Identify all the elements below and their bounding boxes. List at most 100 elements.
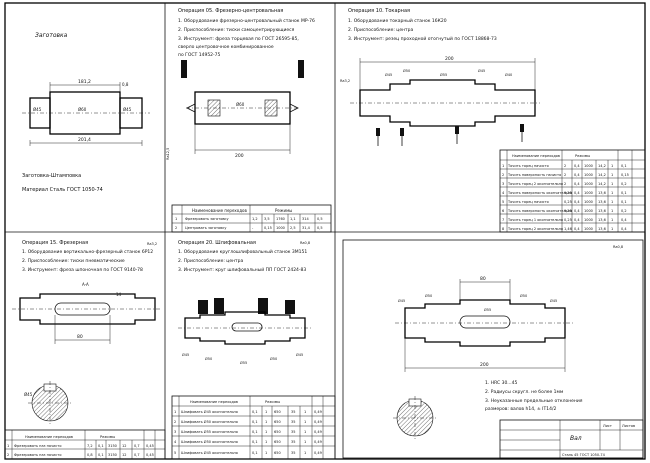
op20-r2-c2: 0,1 xyxy=(252,420,258,424)
part-note-2: 2. Радиусы скругл. не более 1мм xyxy=(485,389,563,395)
op15-title: Операция 15. Фрезерная xyxy=(22,240,88,246)
op15-section-d: Ø45 xyxy=(24,392,33,397)
op10-r8-c0: 8 xyxy=(502,227,504,231)
op10-r2-c3: 0,4 xyxy=(574,173,580,177)
op10-r8-c5: 13,6 xyxy=(598,227,606,231)
op10-r6-c4: 1000 xyxy=(584,209,593,213)
op05-step-3: 3. Инструмент: фреза торцевая по ГОСТ 26… xyxy=(178,36,299,42)
op10-r3-c3: 0,4 xyxy=(574,182,580,186)
op20-r4-c5: 35 xyxy=(291,440,295,444)
op10-r8-c7: 0,4 xyxy=(621,227,627,231)
op10-r2-c1: Точить поверхность начисто xyxy=(507,173,561,177)
op05-r2-c2: - xyxy=(252,226,254,230)
op15-ra: Ra3,2 xyxy=(147,242,157,246)
part-dim-len: 200 xyxy=(480,362,489,368)
op15-r1-c2: 7,2 xyxy=(87,444,93,448)
op20-r3-c4: 650 xyxy=(274,430,281,434)
op10-r3-c6: 1 xyxy=(611,182,613,186)
part-dim-key: 80 xyxy=(480,276,486,282)
op10-r6-c0: 6 xyxy=(502,209,504,213)
op10-step-2: 2. Приспособление: центра xyxy=(348,27,414,33)
op20-dim-d5: Ø45 xyxy=(296,352,303,357)
op05-r1-c1: Фрезеровать заготовку xyxy=(185,217,229,221)
op10-r4-c5: 13,6 xyxy=(598,191,606,195)
op20-r2-c3: 1 xyxy=(265,420,267,424)
op05-r1-c6: 314 xyxy=(302,217,309,221)
blank-spec-title: Заготовка-Штамповка xyxy=(22,173,81,179)
op05-r1-c4: 1760 xyxy=(276,217,285,221)
blank-title: Заготовка xyxy=(35,32,68,39)
op10-row-1: 1 Точить торец начисто 2 0,4 1000 14,2 1… xyxy=(502,164,627,168)
op10-r3-c7: 0,2 xyxy=(621,182,627,186)
op20-table-rows: 1 Шлифовать Ø45 окончательно 0,1 1 650 3… xyxy=(174,409,322,455)
op10-r5-c4: 1000 xyxy=(584,200,593,204)
op10-row-8: 8 Точить торец 2 окончательно 1,46 0,4 1… xyxy=(502,227,627,231)
part-stamp-name: Вал xyxy=(570,435,582,442)
op10-r1-c7: 0,1 xyxy=(621,164,627,168)
part-ra: Ra0,8 xyxy=(613,245,623,249)
op20-row-1: 1 Шлифовать Ø45 окончательно 0,1 1 650 3… xyxy=(174,409,322,414)
op10-r5-c2: 0,25 xyxy=(564,200,572,204)
op20-table-h1: Наименование переходов xyxy=(190,400,238,404)
part-dim-d1: Ø45 xyxy=(398,298,405,303)
op20-title: Операция 20. Шлифовальная xyxy=(178,240,256,246)
panel-blank: Заготовка 201,4 181,2 0,8 Ø60 Ø45 Ø45 За… xyxy=(22,32,150,193)
op15-r2-c5: 12 xyxy=(122,453,126,457)
op05-table-h2: Режимы xyxy=(275,208,292,213)
panel-op10: Операция 10. Токарная 1. Оборудование то… xyxy=(340,8,646,233)
op10-r5-c6: 1 xyxy=(611,200,613,204)
op20-r1-c7: 0,49 xyxy=(314,410,322,414)
op15-step-3: 3. Инструмент: фреза шпоночная по ГОСТ 9… xyxy=(22,267,143,273)
part-stamp-material: Сталь 45 ГОСТ 1050-74 xyxy=(562,453,606,457)
op20-dim-d3: Ø55 xyxy=(240,360,247,365)
op20-dim-d1: Ø45 xyxy=(182,352,189,357)
op10-r3-c1: Точить торец 2 окончательно xyxy=(507,182,563,186)
blank-dim-dleft: Ø45 xyxy=(33,107,42,112)
op20-ra: Ra0,8 xyxy=(300,241,310,245)
op20-r4-c2: 0,1 xyxy=(252,440,258,444)
op20-r5-c2: 0,1 xyxy=(252,451,258,455)
op10-r3-c0: 3 xyxy=(502,182,504,186)
part-frame xyxy=(342,239,644,459)
op10-row-6: 6 Точить поверхность окончательно 0,25 0… xyxy=(502,209,627,213)
op20-dim-d4: Ø50 xyxy=(270,356,277,361)
op05-table-h1: Наименование переходов xyxy=(192,208,247,213)
op15-r2-c7: 0,45 xyxy=(146,453,154,457)
op20-r1-c1: Шлифовать Ø45 окончательно xyxy=(181,409,238,414)
op10-dim-len: 200 xyxy=(445,56,454,62)
op20-r1-c4: 650 xyxy=(274,410,281,414)
op15-table-h1: Наименование переходов xyxy=(25,435,73,439)
op20-r1-c0: 1 xyxy=(174,410,176,414)
op10-r4-c4: 1000 xyxy=(584,191,593,195)
op20-r2-c7: 0,49 xyxy=(314,420,322,424)
op10-row-4: 4 Точить поверхность окончательно 0,25 0… xyxy=(502,191,627,195)
op20-r3-c6: 1 xyxy=(304,430,306,434)
op10-dim-d4: Ø45 xyxy=(478,68,485,73)
op20-r1-c5: 35 xyxy=(291,410,295,414)
part-dim-d4: Ø50 xyxy=(520,293,527,298)
op10-r4-c7: 0,1 xyxy=(621,191,627,195)
op10-r8-c3: 0,4 xyxy=(574,227,580,231)
op10-r5-c7: 0,1 xyxy=(621,200,627,204)
op10-row-3: 3 Точить торец 2 окончательно 2 0,4 1000… xyxy=(502,182,627,186)
part-dim-d3: Ø55 xyxy=(484,307,491,312)
op20-r3-c1: Шлифовать Ø55 окончательно xyxy=(181,429,238,434)
op10-r1-c1: Точить торец начисто xyxy=(507,164,549,168)
op10-r5-c0: 5 xyxy=(502,200,504,204)
op05-r2-c5: 2,5 xyxy=(290,226,296,230)
op20-r3-c7: 0,49 xyxy=(314,430,322,434)
op10-step-3: 3. Инструмент: резец проходной отогнутый… xyxy=(348,35,497,42)
op10-r6-c7: 0,2 xyxy=(621,209,627,213)
part-title-block: Вал Сталь 45 ГОСТ 1050-74 Лист Листов xyxy=(499,419,644,459)
op15-r1-c0: 1 xyxy=(7,444,9,448)
op15-step-1: 1. Оборудование вертикально-фрезерный ст… xyxy=(22,248,153,255)
op10-dim-d1: Ø45 xyxy=(385,72,392,77)
op10-r2-c5: 14,2 xyxy=(598,173,606,177)
op20-r3-c5: 35 xyxy=(291,430,295,434)
op15-section-label: A-A xyxy=(82,282,89,287)
op20-row-4: 4 Шлифовать Ø50 окончательно 0,1 1 650 3… xyxy=(174,439,322,444)
op10-table-rows: 1 Точить торец начисто 2 0,4 1000 14,2 1… xyxy=(502,164,629,231)
op20-r5-c1: Шлифовать Ø45 окончательно xyxy=(181,450,238,455)
op15-r1-c5: 12 xyxy=(122,444,126,448)
part-note-4: размеров: валов h14, ± IT14/2 xyxy=(485,406,556,412)
